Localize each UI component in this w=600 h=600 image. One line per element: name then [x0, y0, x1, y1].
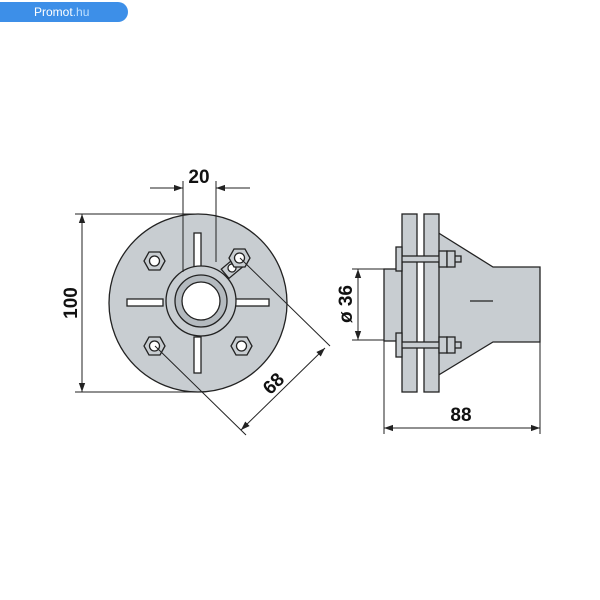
dim-100	[75, 213, 196, 393]
bolt-top-left	[143, 251, 166, 271]
flange-plate-left	[401, 213, 418, 393]
dim-36-label: ø 36	[336, 285, 357, 323]
dim-20	[150, 181, 250, 272]
dim-88	[383, 341, 541, 434]
brand-tld: .hu	[72, 5, 90, 19]
bolt-bottom-right	[230, 336, 253, 356]
dim-100-label: 100	[61, 287, 82, 319]
bolt-side-top	[395, 246, 462, 272]
dim-68	[154, 257, 331, 436]
hub-spigot	[383, 268, 403, 342]
dim-20-label: 20	[188, 167, 209, 188]
bolt-side-bottom	[395, 332, 462, 358]
dim-88-label: 88	[450, 405, 471, 426]
side-view	[383, 213, 541, 393]
hub-bore	[181, 281, 221, 321]
front-view	[108, 213, 288, 393]
dim-36	[352, 268, 384, 341]
brand-name: Promot	[34, 5, 73, 19]
dim-68-label: 68	[259, 369, 289, 399]
brand-badge[interactable]: Promot.hu	[0, 2, 128, 22]
flange-plate-right	[423, 213, 440, 393]
